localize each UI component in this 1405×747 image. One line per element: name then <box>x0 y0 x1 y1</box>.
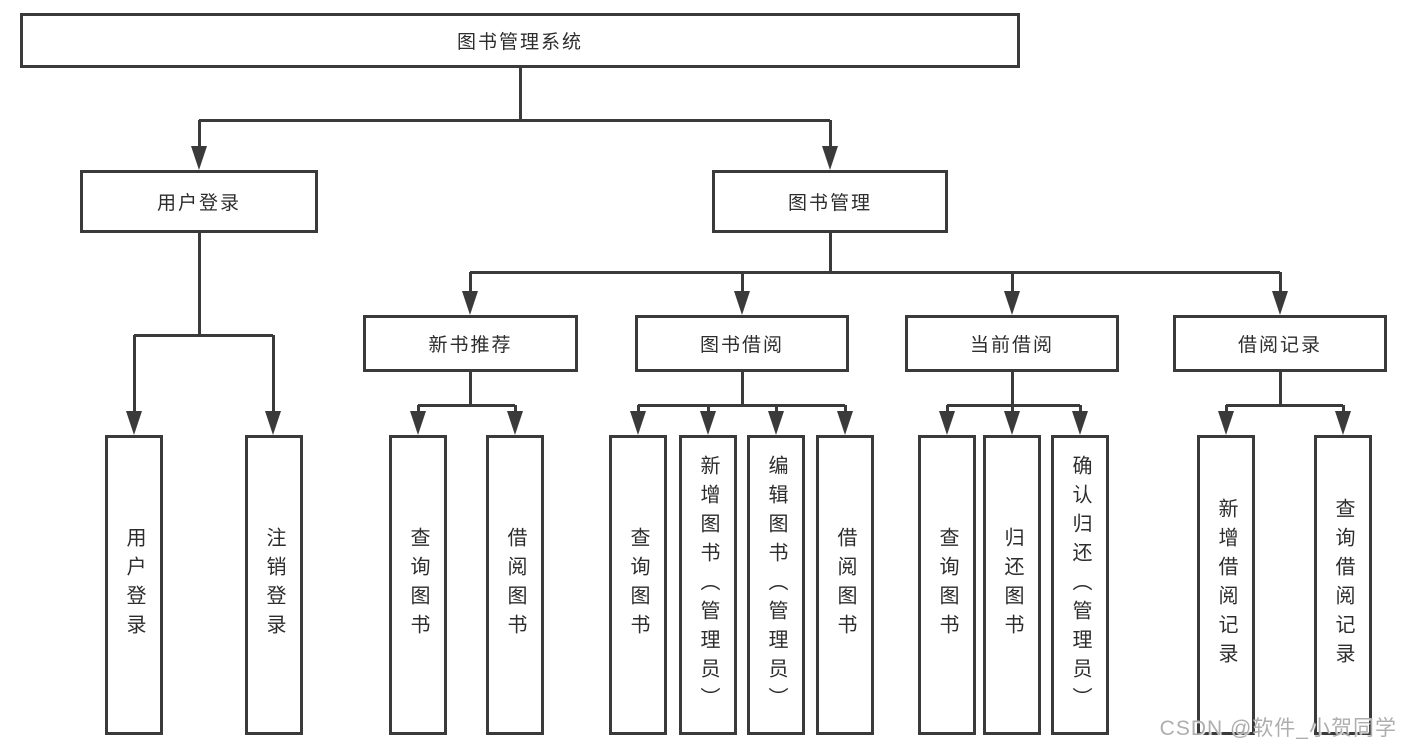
node-book-borrow: 图书借阅 <box>635 315 849 372</box>
arrow-shaft <box>1010 272 1014 295</box>
node-label: 用户登录 <box>156 193 241 214</box>
connector-line <box>197 233 201 335</box>
arrow-shaft <box>271 335 275 415</box>
node-book-mgmt: 图书管理 <box>712 170 948 233</box>
node-label: 图书管理系统 <box>456 32 583 53</box>
node-label: 新书推荐 <box>428 335 513 356</box>
arrow-shaft <box>1224 405 1228 415</box>
arrow-shaft <box>513 405 517 415</box>
node-label: 新增借阅记录 <box>1215 498 1237 672</box>
connector-line <box>468 372 472 405</box>
connector-line <box>199 118 830 122</box>
arrow-shaft <box>945 405 949 415</box>
arrow-shaft <box>468 272 472 295</box>
node-leaf-query-book-3: 查询图书 <box>918 435 976 735</box>
node-label: 查询图书 <box>936 527 958 643</box>
arrowhead-down-icon <box>191 146 207 170</box>
node-leaf-add-record: 新增借阅记录 <box>1197 435 1255 735</box>
node-leaf-borrow-book-2: 借阅图书 <box>816 435 874 735</box>
arrow-shaft <box>740 272 744 295</box>
arrowhead-down-icon <box>939 411 955 435</box>
node-label: 查询借阅记录 <box>1332 498 1354 672</box>
connector-line <box>1278 372 1282 405</box>
connector-line <box>470 270 1280 274</box>
arrowhead-down-icon <box>462 291 478 315</box>
node-label: 查询图书 <box>627 527 649 643</box>
node-leaf-query-book-2: 查询图书 <box>609 435 667 735</box>
arrowhead-down-icon <box>1272 291 1288 315</box>
node-current-borrow: 当前借阅 <box>905 315 1119 372</box>
node-label: 查询图书 <box>407 527 429 643</box>
node-leaf-borrow-book-1: 借阅图书 <box>486 435 544 735</box>
node-root: 图书管理系统 <box>20 13 1020 68</box>
node-label: 借阅图书 <box>504 527 526 643</box>
node-label: 借阅记录 <box>1237 335 1322 356</box>
node-leaf-logout: 注销登录 <box>245 435 303 735</box>
arrow-shaft <box>132 335 136 415</box>
arrowhead-down-icon <box>822 146 838 170</box>
arrow-shaft <box>706 405 710 415</box>
arrowhead-down-icon <box>837 411 853 435</box>
node-label: 借阅图书 <box>834 527 856 643</box>
arrowhead-down-icon <box>507 411 523 435</box>
arrow-shaft <box>843 405 847 415</box>
node-label: 归还图书 <box>1001 527 1023 643</box>
connector-line <box>740 372 744 405</box>
node-label: 确认归还（管理员） <box>1069 454 1091 716</box>
node-label: 用户登录 <box>123 527 145 643</box>
connector-line <box>828 233 832 272</box>
node-leaf-edit-book: 编辑图书（管理员） <box>747 435 805 735</box>
arrow-shaft <box>1278 272 1282 295</box>
arrowhead-down-icon <box>1335 411 1351 435</box>
node-label: 注销登录 <box>263 527 285 643</box>
node-label: 当前借阅 <box>969 335 1054 356</box>
arrow-shaft <box>1010 405 1014 415</box>
arrowhead-down-icon <box>1072 411 1088 435</box>
arrowhead-down-icon <box>734 291 750 315</box>
connector-line <box>518 68 522 120</box>
arrowhead-down-icon <box>1004 411 1020 435</box>
arrowhead-down-icon <box>768 411 784 435</box>
arrow-shaft <box>636 405 640 415</box>
arrowhead-down-icon <box>265 411 281 435</box>
node-borrow-record: 借阅记录 <box>1173 315 1387 372</box>
arrow-shaft <box>197 120 201 150</box>
csdn-watermark: CSDN @软件_小贺同学 <box>1159 717 1397 740</box>
connector-line <box>947 403 1080 407</box>
arrow-shaft <box>1078 405 1082 415</box>
arrow-shaft <box>774 405 778 415</box>
node-user-login: 用户登录 <box>80 170 318 233</box>
node-leaf-confirm-return: 确认归还（管理员） <box>1051 435 1109 735</box>
node-leaf-user-login: 用户登录 <box>105 435 163 735</box>
arrowhead-down-icon <box>1218 411 1234 435</box>
connector-line <box>1010 372 1014 405</box>
node-new-book-rec: 新书推荐 <box>363 315 578 372</box>
connector-line <box>134 333 273 337</box>
arrowhead-down-icon <box>410 411 426 435</box>
node-leaf-query-record: 查询借阅记录 <box>1314 435 1372 735</box>
arrow-shaft <box>416 405 420 415</box>
connector-line <box>418 403 515 407</box>
arrowhead-down-icon <box>1004 291 1020 315</box>
connector-line <box>1226 403 1343 407</box>
arrow-shaft <box>828 120 832 150</box>
node-label: 图书借阅 <box>699 335 784 356</box>
arrowhead-down-icon <box>126 411 142 435</box>
connector-line <box>638 403 845 407</box>
arrow-shaft <box>1341 405 1345 415</box>
node-label: 图书管理 <box>787 193 872 214</box>
node-label: 新增图书（管理员） <box>697 454 719 716</box>
node-label: 编辑图书（管理员） <box>765 454 787 716</box>
arrowhead-down-icon <box>630 411 646 435</box>
arrowhead-down-icon <box>700 411 716 435</box>
node-leaf-return-book: 归还图书 <box>983 435 1041 735</box>
node-leaf-add-book: 新增图书（管理员） <box>679 435 737 735</box>
node-leaf-query-book-1: 查询图书 <box>389 435 447 735</box>
